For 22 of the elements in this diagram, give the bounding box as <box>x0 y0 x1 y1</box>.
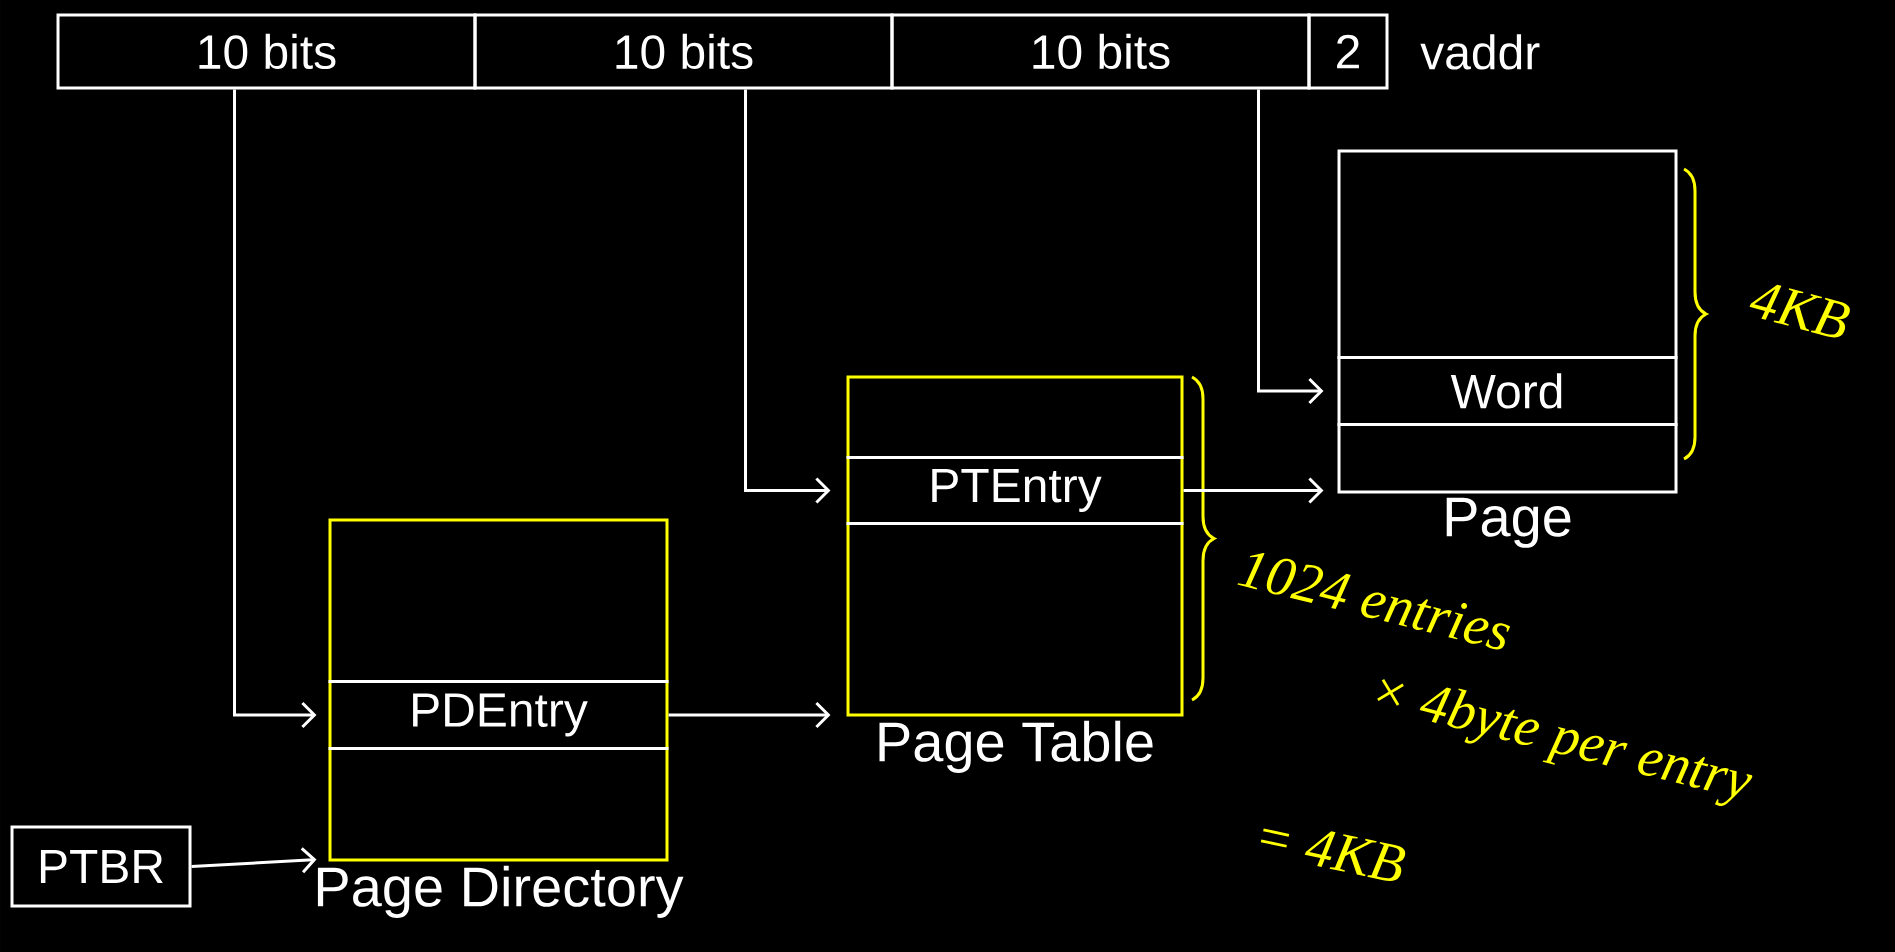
address-field: 10 bits <box>473 13 894 90</box>
arrow <box>668 701 831 729</box>
node-label: Page Directory <box>317 865 684 918</box>
table-entry: Word <box>1337 356 1678 426</box>
arrow <box>1257 89 1324 405</box>
handwritten-note: 4KB <box>1749 284 1850 338</box>
handwritten-note: = 4KB <box>1260 828 1406 881</box>
address-field: 2 <box>1307 13 1389 90</box>
address-field: 10 bits <box>890 13 1311 90</box>
table-entry: PTEntry <box>846 456 1184 525</box>
arrow <box>744 89 831 504</box>
node-label: Page Table <box>879 720 1153 773</box>
table-entry: PDEntry <box>328 680 669 750</box>
handwritten-note: × 4byte per entry <box>1377 679 1753 807</box>
address-label: vaddr <box>1420 34 1540 70</box>
handwritten-note: 1024 entries <box>1237 552 1511 650</box>
node-label: Page <box>1446 497 1571 548</box>
arrow <box>1183 477 1324 504</box>
address-field: 10 bits <box>56 13 477 90</box>
address-field: PTBR <box>10 825 192 908</box>
arrow <box>191 847 317 874</box>
arrow <box>233 89 317 729</box>
